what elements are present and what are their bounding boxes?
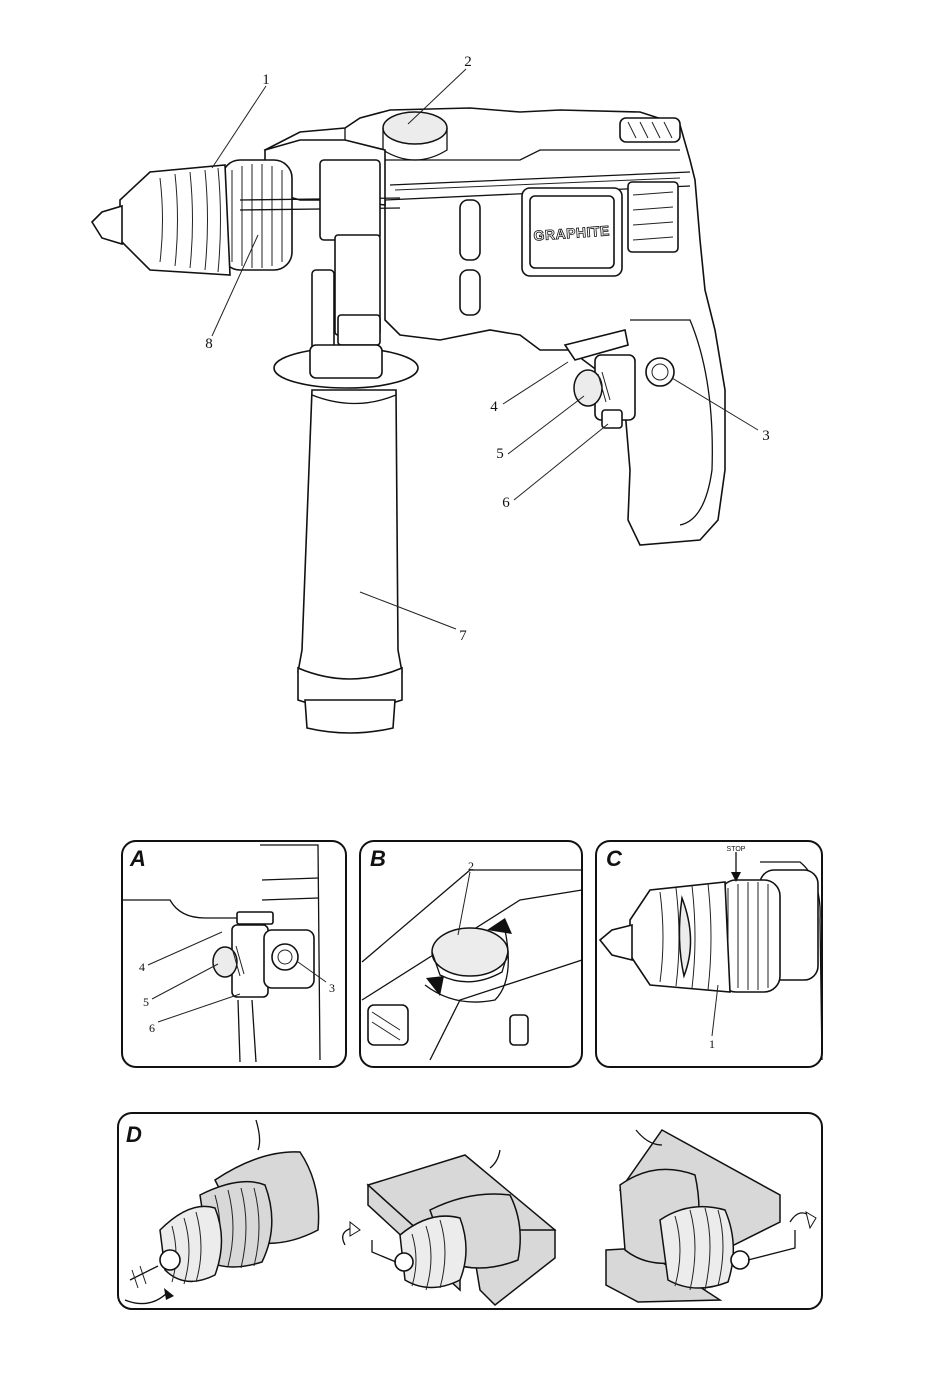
panel-a: A 4 5 6 3 <box>122 841 346 1067</box>
callout-7: 7 <box>459 628 467 644</box>
panel-b-knob <box>432 928 508 976</box>
panel-d: D <box>118 1113 822 1309</box>
panel-c-stop-label: STOP <box>727 846 746 853</box>
panel-c-callout-1: 1 <box>709 1037 715 1051</box>
callout-1: 1 <box>262 72 270 88</box>
callout-6: 6 <box>502 495 510 511</box>
panel-c-letter: C <box>606 846 623 871</box>
rear-vents <box>620 118 680 252</box>
panel-b-letter: B <box>370 846 386 871</box>
panel-a-callout-4: 4 <box>139 960 145 974</box>
panel-b: B 2 <box>360 841 582 1067</box>
lock-button <box>646 358 674 386</box>
keyless-chuck <box>92 165 230 275</box>
panel-c: C STOP 1 <box>596 841 822 1067</box>
chuck-collar <box>222 160 292 270</box>
callout-3: 3 <box>762 428 770 444</box>
callout-4: 4 <box>490 399 498 415</box>
panel-a-callout-5: 5 <box>143 995 149 1009</box>
panel-a-letter: A <box>129 846 146 871</box>
trigger-assembly <box>565 330 635 428</box>
panel-d-letter: D <box>126 1122 142 1147</box>
callout-2: 2 <box>464 54 472 70</box>
panel-a-callout-6: 6 <box>149 1021 155 1035</box>
impact-drill-illustration: GRAPHITE <box>92 54 770 733</box>
panel-b-callout-2: 2 <box>468 859 474 873</box>
callout-5: 5 <box>496 446 504 462</box>
auxiliary-handle <box>298 390 402 700</box>
callout-8: 8 <box>205 336 213 352</box>
panel-a-callout-3: 3 <box>329 981 335 995</box>
